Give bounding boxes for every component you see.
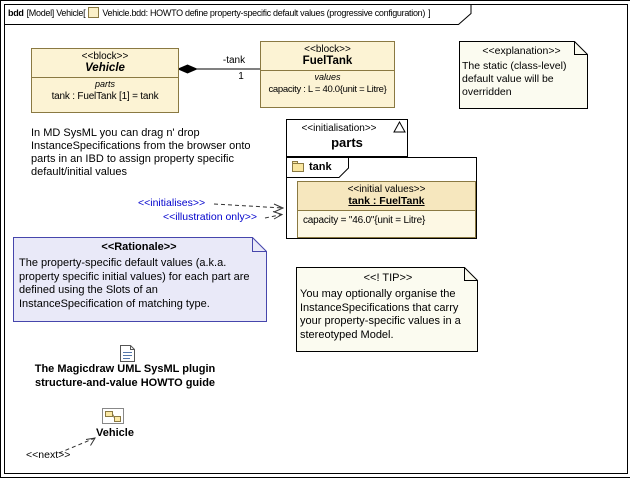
composition-diamond-icon xyxy=(177,64,198,74)
compartment-separator xyxy=(261,70,394,71)
rationale-note[interactable]: <<Rationale>> The property-specific defa… xyxy=(19,241,259,311)
vehicle-block[interactable]: <<block>> Vehicle parts tank : FuelTank … xyxy=(31,48,179,113)
guide-document-icon[interactable] xyxy=(120,345,135,362)
frame-header: bdd [Model] Vehicle[ Vehicle.bdd: HOWTO … xyxy=(8,7,458,18)
instance-spec-slot: capacity = "46.0"{unit = Litre} xyxy=(303,215,426,226)
vehicle-diagram-icon[interactable] xyxy=(102,408,124,424)
tip-note[interactable]: <<! TIP>> You may optionally organise th… xyxy=(300,272,476,342)
tank-frame-label: tank xyxy=(309,161,332,173)
illustration-only-label[interactable]: <<illustration only>> xyxy=(163,211,257,223)
initialises-label[interactable]: <<initialises>> xyxy=(138,197,206,209)
explanation-stereotype: <<explanation>> xyxy=(482,45,561,57)
open-arrowhead-icon xyxy=(273,203,285,213)
guide-caption-line2[interactable]: structure-and-value HOWTO guide xyxy=(34,377,216,389)
tip-body: You may optionally organise the Instance… xyxy=(300,288,461,341)
tip-stereotype: <<! TIP>> xyxy=(363,272,413,284)
explanation-body: The static (class-level) default value w… xyxy=(462,60,567,98)
triangle-icon xyxy=(393,120,406,133)
initialises-arrow[interactable] xyxy=(213,203,285,213)
association-multiplicity-label[interactable]: 1 xyxy=(238,71,244,82)
next-arrow[interactable] xyxy=(58,437,96,454)
instance-spec-stereotype: <<initial values>> xyxy=(347,184,426,195)
rationale-body: The property-specific default values (a.… xyxy=(19,257,250,310)
illustration-arrow[interactable] xyxy=(264,211,284,220)
initialisation-name: parts xyxy=(331,135,363,150)
fueltank-value-property: capacity : L = 40.0{unit = Litre} xyxy=(268,84,387,95)
vehicle-name: Vehicle xyxy=(85,62,125,74)
initialisation-stereotype: <<initialisation>> xyxy=(301,123,377,134)
frame-title: Vehicle.bdd: HOWTO define property-speci… xyxy=(102,7,426,18)
next-label[interactable]: <<next>> xyxy=(26,449,71,461)
explanation-note-shape[interactable] xyxy=(459,41,588,109)
parts-compartment-label: parts xyxy=(94,79,115,89)
note-fold-icon xyxy=(252,237,267,252)
values-compartment-label: values xyxy=(314,72,341,82)
fueltank-stereotype: <<block>> xyxy=(304,44,351,55)
open-arrowhead-icon xyxy=(272,211,284,220)
diagram-icon xyxy=(88,7,100,18)
fueltank-block[interactable]: <<block>> FuelTank values capacity : L =… xyxy=(260,41,395,108)
open-arrowhead-icon xyxy=(85,437,96,446)
explanation-note[interactable]: <<explanation>> The static (class-level)… xyxy=(462,45,581,99)
guide-caption-line1[interactable]: The Magicdraw UML SysML plugin xyxy=(34,363,216,375)
instance-spec-header: <<initial values>> tank : FuelTank xyxy=(298,182,475,211)
fueltank-name: FuelTank xyxy=(302,55,353,67)
instance-spec[interactable]: <<initial values>> tank : FuelTank capac… xyxy=(297,181,476,238)
note-fold-icon xyxy=(464,267,478,281)
frame-close-bracket: ] xyxy=(428,7,431,18)
composition-connector[interactable] xyxy=(177,64,260,74)
vehicle-stereotype: <<block>> xyxy=(81,51,129,62)
association-role-label[interactable]: -tank xyxy=(222,55,246,66)
frame-keyword: bdd xyxy=(8,7,24,18)
diagram-frame xyxy=(4,4,628,474)
package-icon xyxy=(292,161,304,172)
initialisation-box-shape[interactable] xyxy=(286,119,408,157)
tip-note-shape[interactable] xyxy=(296,267,478,352)
instance-spec-name: tank : FuelTank xyxy=(348,195,425,207)
rationale-stereotype: <<Rationale>> xyxy=(101,241,177,253)
vehicle-item-label[interactable]: Vehicle xyxy=(96,427,134,439)
vehicle-part-property: tank : FuelTank [1] = tank xyxy=(51,91,159,102)
annotation-text[interactable]: In MD SysML you can drag n' drop Instanc… xyxy=(31,127,251,178)
frame-context: [Model] Vehicle[ xyxy=(26,7,86,18)
note-fold-icon xyxy=(574,41,588,55)
rationale-note-shape[interactable] xyxy=(13,237,267,322)
compartment-separator xyxy=(32,77,178,78)
